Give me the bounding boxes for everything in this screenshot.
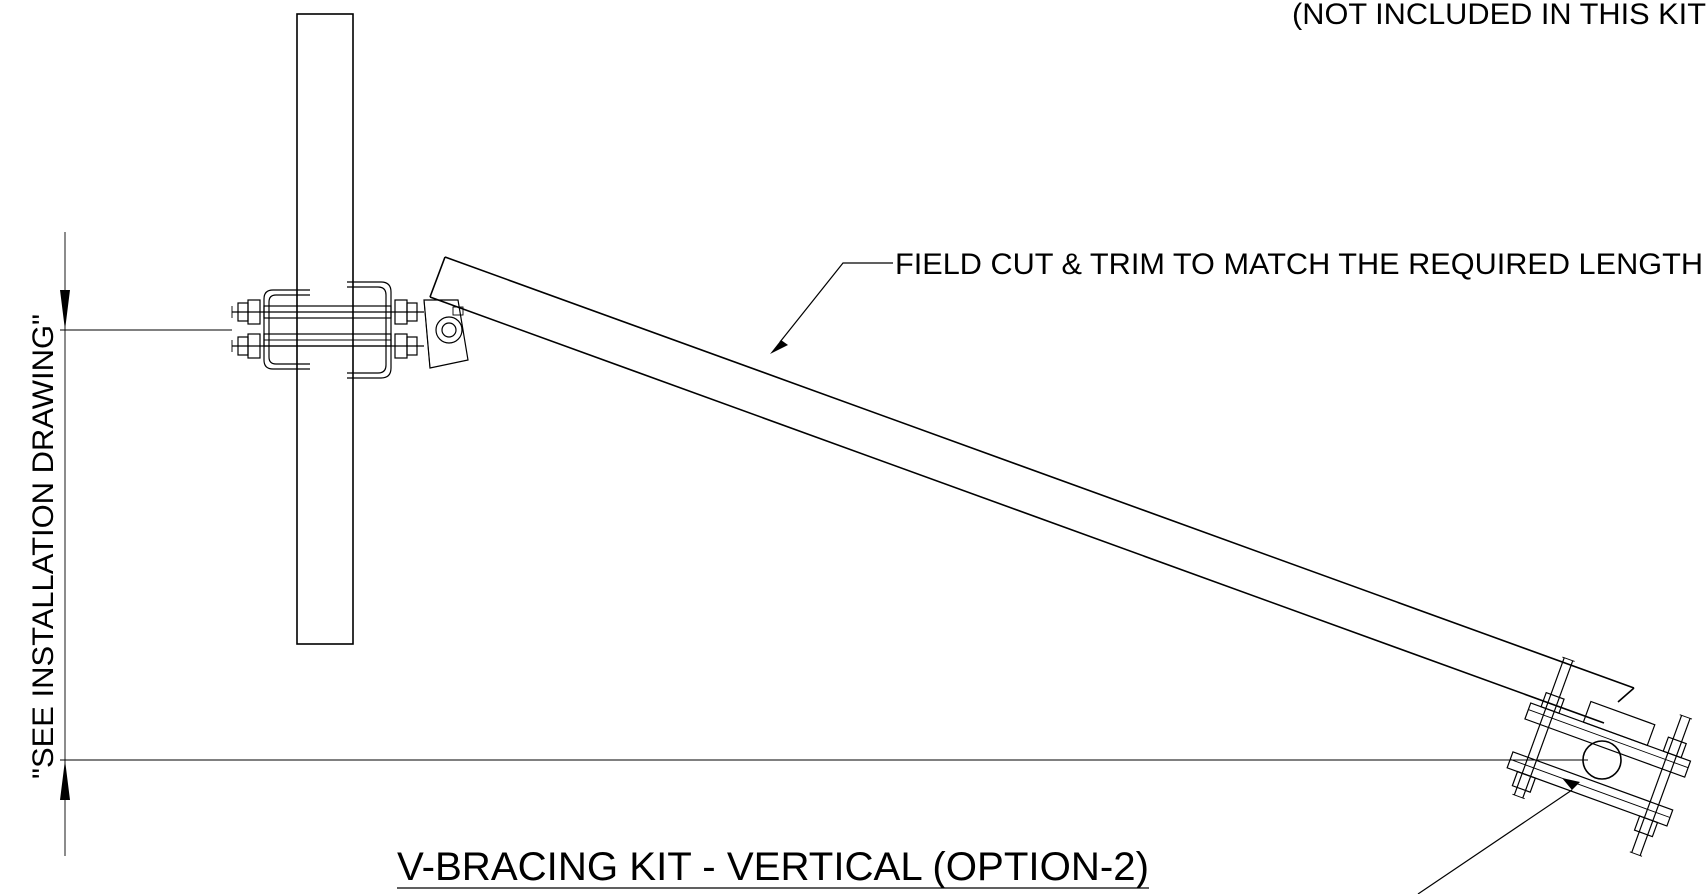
dimension-arrow-top <box>60 290 70 330</box>
lower-clamp-leader <box>1417 778 1580 894</box>
dimension-arrow-bottom <box>60 760 70 800</box>
field-cut-leader <box>770 262 893 354</box>
upper-swivel-bracket <box>423 299 469 369</box>
vertical-pipe <box>296 13 354 645</box>
dimension <box>60 232 1588 856</box>
not-included-note: (NOT INCLUDED IN THIS KIT <box>1292 0 1706 31</box>
dimension-label: "SEE INSTALLATION DRAWING" <box>27 314 60 779</box>
drawing-title: V-BRACING KIT - VERTICAL (OPTION-2) <box>397 845 1149 889</box>
lower-pipe-clamp <box>1506 656 1693 857</box>
diagonal-brace <box>429 256 1635 724</box>
field-cut-note: FIELD CUT & TRIM TO MATCH THE REQUIRED L… <box>895 248 1703 281</box>
upper-pipe-clamp <box>231 281 424 379</box>
